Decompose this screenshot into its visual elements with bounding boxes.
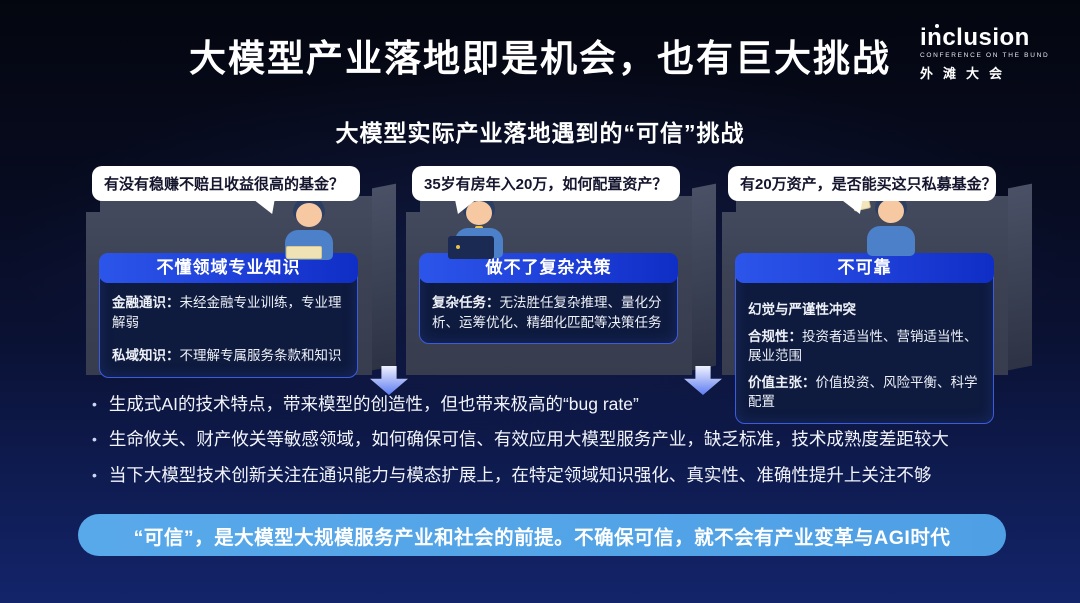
challenge-panel-3: 有20万资产，是否能买这只私募基金？ 不可靠 幻觉与严谨性冲突 合规性：投资者适…	[722, 160, 1034, 424]
avatar-body	[867, 226, 915, 256]
logo-dot	[935, 24, 939, 28]
bullet-dot-icon: •	[92, 431, 97, 448]
question-bubble-1: 有没有稳赚不赔且收益很高的基金？	[92, 166, 360, 214]
avatar-face	[296, 203, 322, 227]
panel-side-face	[1008, 183, 1032, 371]
takeaway-bullets: •生成式AI的技术特点，带来模型的创造性，但也带来极高的“bug rate” •…	[92, 393, 1040, 499]
issue-card-1: 不懂领域专业知识 金融通识：未经金融专业训练，专业理解弱 私域知识：不理解专属服…	[99, 253, 358, 378]
bullet-item: •生命攸关、财产攸关等敏感领域，如何确保可信、有效应用大模型服务产业，缺乏标准，…	[92, 429, 949, 450]
paper-icon	[286, 246, 322, 259]
bullet-dot-icon: •	[92, 396, 97, 412]
question-text: 有没有稳赚不赔且收益很高的基金？	[104, 176, 345, 193]
issue-item: 金融通识：未经金融专业训练，专业理解弱	[112, 295, 342, 330]
question-text: 35岁有房年入20万，如何配置资产？	[424, 176, 668, 193]
issue-item: 复杂任务：无法胜任复杂推理、量化分析、运筹优化、精细化匹配等决策任务	[432, 295, 662, 330]
issue-item: 合规性：投资者适当性、营销适当性、展业范围	[748, 328, 978, 364]
challenge-panel-1: 有没有稳赚不赔且收益很高的基金？ 不懂领域专业知识 金融通识：未经金融专业训练，…	[86, 160, 398, 378]
bullet-item: •生成式AI的技术特点，带来模型的创造性，但也带来极高的“bug rate”	[92, 394, 639, 414]
person-avatar-laptop	[448, 194, 508, 259]
issue-card-3: 不可靠 幻觉与严谨性冲突 合规性：投资者适当性、营销适当性、展业范围 价值主张：…	[735, 253, 994, 424]
avatar-face	[878, 199, 904, 223]
issue-item: 私域知识：不理解专属服务条款和知识	[112, 348, 342, 364]
bullet-dot-icon: •	[92, 466, 97, 483]
logo-chinese-name: 外滩大会	[920, 66, 1013, 81]
issue-card-body: 金融通识：未经金融专业训练，专业理解弱 私域知识：不理解专属服务条款和知识	[100, 283, 357, 377]
issue-item: 价值主张：价值投资、风险平衡、科学配置	[748, 374, 978, 410]
conclusion-banner: “可信”，是大模型大规模服务产业和社会的前提。不确保可信，就不会有产业变革与AG…	[78, 514, 1006, 556]
panel-side-face	[372, 183, 396, 371]
person-avatar-raised-paper	[850, 187, 920, 256]
panel-side-face	[692, 183, 716, 371]
issue-item: 幻觉与严谨性冲突	[748, 302, 856, 317]
question-bubble-3: 有20万资产，是否能买这只私募基金？	[728, 166, 997, 214]
slide-subtitle: 大模型实际产业落地遇到的“可信”挑战	[335, 120, 745, 146]
issue-card-body: 复杂任务：无法胜任复杂推理、量化分析、运筹优化、精细化匹配等决策任务	[420, 283, 677, 343]
logo-brand: inclusion	[920, 24, 1030, 51]
issue-card-body: 幻觉与严谨性冲突 合规性：投资者适当性、营销适当性、展业范围 价值主张：价值投资…	[736, 283, 993, 423]
issue-card-header: 不可靠	[735, 253, 994, 283]
question-bubble-2: 35岁有房年入20万，如何配置资产？	[412, 166, 680, 214]
logo-tagline: CONFERENCE ON THE BUND	[920, 52, 1050, 59]
issue-card-2: 做不了复杂决策 复杂任务：无法胜任复杂推理、量化分析、运筹优化、精细化匹配等决策…	[419, 253, 678, 345]
laptop-icon	[448, 236, 494, 259]
person-avatar-paper	[278, 196, 338, 260]
bullet-item: •当下大模型技术创新关注在通识能力与模态扩展上，在特定领域知识强化、真实性、准确…	[92, 464, 932, 485]
avatar-face	[466, 201, 492, 225]
question-text: 有20万资产，是否能买这只私募基金？	[740, 176, 997, 193]
slide-title: 大模型产业落地即是机会，也有巨大挑战	[189, 38, 891, 79]
challenge-panel-2: 35岁有房年入20万，如何配置资产？ 做不了复杂决策 复杂任务：无法胜任复杂推理…	[406, 160, 718, 376]
inclusion-logo: inclusion CONFERENCE ON THE BUND 外滩大会	[920, 24, 1050, 82]
